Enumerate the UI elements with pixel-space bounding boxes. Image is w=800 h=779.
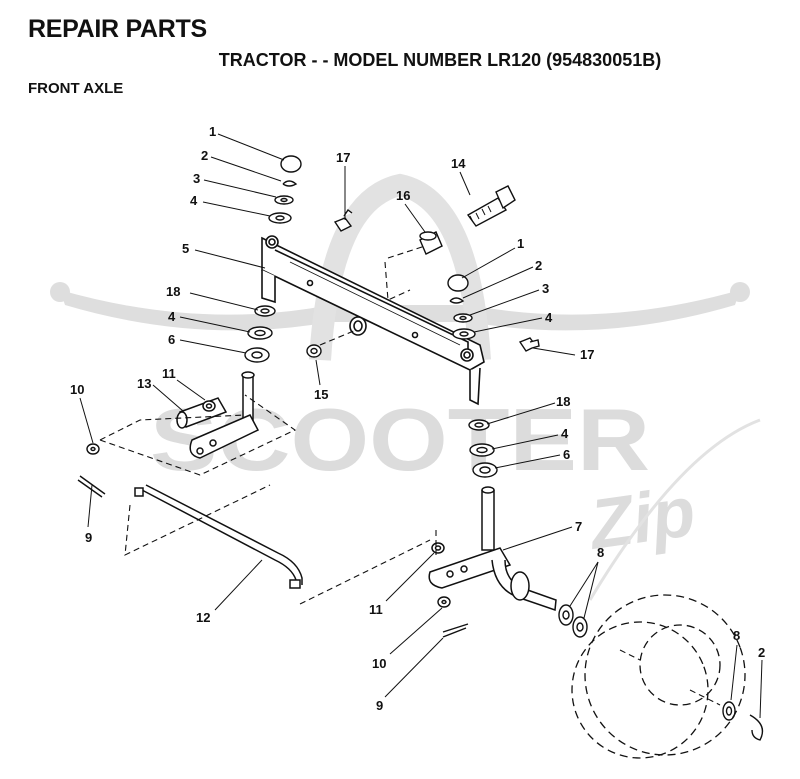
left-upper-hardware — [268, 155, 302, 224]
callout-11: 11 — [162, 366, 176, 381]
callout-2: 2 — [535, 258, 542, 273]
right-upper-hardware — [447, 274, 476, 340]
callout-6: 6 — [168, 332, 175, 347]
left-spindle — [176, 371, 260, 459]
callout-10: 10 — [372, 656, 386, 671]
leader-lines — [79, 133, 763, 719]
callouts: 1 2 3 4 5 17 14 16 1 2 3 4 17 18 4 6 15 … — [70, 124, 765, 713]
page-title: REPAIR PARTS — [28, 15, 207, 43]
left-lower-washers — [244, 305, 276, 363]
callout-6: 6 — [563, 447, 570, 462]
callout-8: 8 — [597, 545, 604, 560]
tie-rod — [134, 484, 303, 589]
callout-4: 4 — [561, 426, 569, 441]
callout-4: 4 — [190, 193, 198, 208]
callout-12: 12 — [196, 610, 210, 625]
callout-15: 15 — [314, 387, 328, 402]
callout-7: 7 — [575, 519, 582, 534]
callout-9: 9 — [376, 698, 383, 713]
wheel-outline — [571, 594, 746, 759]
axle-washers — [558, 604, 764, 741]
callout-10: 10 — [70, 382, 84, 397]
callout-2: 2 — [758, 645, 765, 660]
callout-3: 3 — [193, 171, 200, 186]
callout-11: 11 — [369, 602, 383, 617]
assembly-lines — [99, 245, 721, 706]
watermark-script: Zip — [583, 472, 700, 564]
spacer — [419, 231, 443, 255]
callout-9: 9 — [85, 530, 92, 545]
axle-beam — [261, 235, 485, 406]
callout-4: 4 — [545, 310, 553, 325]
bolt — [466, 185, 516, 227]
model-subtitle: TRACTOR - - MODEL NUMBER LR120 (95483005… — [218, 50, 662, 70]
callout-16: 16 — [396, 188, 410, 203]
clevis-hardware — [77, 443, 469, 638]
section-heading: FRONT AXLE — [28, 80, 124, 97]
callout-8: 8 — [733, 628, 740, 643]
callout-2: 2 — [201, 148, 208, 163]
callout-1: 1 — [517, 236, 524, 251]
grease-fittings — [333, 208, 540, 352]
callout-4: 4 — [168, 309, 176, 324]
scooter-zip-watermark: SCOOTER Zip — [50, 173, 761, 601]
right-lower-washers — [468, 419, 498, 478]
callout-1: 1 — [209, 124, 216, 139]
callout-18: 18 — [166, 284, 180, 299]
right-spindle — [428, 486, 557, 612]
callout-17: 17 — [580, 347, 594, 362]
nut — [306, 344, 322, 358]
callout-5: 5 — [182, 241, 189, 256]
callout-17: 17 — [336, 150, 350, 165]
callout-3: 3 — [542, 281, 549, 296]
callout-13: 13 — [137, 376, 151, 391]
callout-14: 14 — [451, 156, 466, 171]
callout-18: 18 — [556, 394, 570, 409]
